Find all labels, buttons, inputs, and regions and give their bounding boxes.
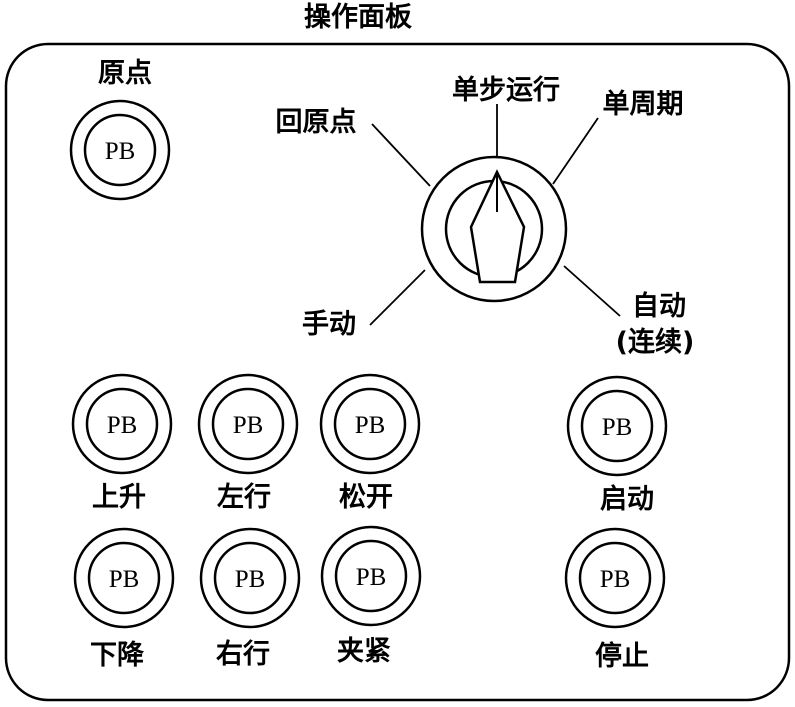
origin-button-text: PB (105, 138, 136, 165)
down-button-label: 下降 (90, 640, 145, 671)
origin-button[interactable]: PB (69, 99, 171, 201)
start-button-label: 启动 (600, 484, 654, 515)
release-button-label: 松开 (339, 482, 393, 513)
right-button-label: 右行 (216, 638, 270, 670)
up-button[interactable]: PB (71, 373, 173, 475)
up-button-text: PB (107, 412, 138, 439)
start-button[interactable]: PB (566, 375, 668, 477)
mode-label-single-step: 单步运行 (452, 74, 560, 106)
start-button-text: PB (602, 414, 633, 441)
mode-label-auto-continuous: (连续) (616, 326, 695, 358)
stop-button[interactable]: PB (564, 527, 666, 629)
release-button[interactable]: PB (319, 373, 421, 475)
stop-button-text: PB (600, 566, 631, 593)
up-button-label: 上升 (92, 482, 146, 513)
left-button-text: PB (233, 412, 264, 439)
pointer-line-single-cycle (552, 117, 599, 185)
pointer-line-return-origin (371, 123, 431, 187)
left-button[interactable]: PB (197, 373, 299, 475)
pointer-line-auto (563, 265, 621, 317)
clamp-button[interactable]: PB (320, 525, 422, 627)
down-button-text: PB (109, 566, 140, 593)
mode-label-manual: 手动 (302, 309, 356, 340)
panel-title: 操作面板 (304, 2, 412, 33)
clamp-button-text: PB (356, 564, 387, 591)
mode-selector-switch[interactable] (369, 104, 621, 326)
panel-frame (4, 42, 791, 702)
left-button-label: 左行 (217, 481, 271, 513)
pointer-line-manual (369, 269, 426, 326)
down-button[interactable]: PB (73, 527, 175, 629)
mode-label-single-cycle: 单周期 (603, 89, 684, 120)
right-button[interactable]: PB (199, 527, 301, 629)
mode-label-auto: 自动 (632, 290, 686, 322)
origin-label: 原点 (98, 58, 152, 89)
stop-button-label: 停止 (595, 640, 649, 672)
clamp-button-label: 夹紧 (337, 636, 391, 667)
mode-label-return-origin: 回原点 (276, 107, 357, 138)
selector-knob[interactable] (469, 169, 526, 284)
release-button-text: PB (355, 412, 386, 439)
right-button-text: PB (235, 566, 266, 593)
